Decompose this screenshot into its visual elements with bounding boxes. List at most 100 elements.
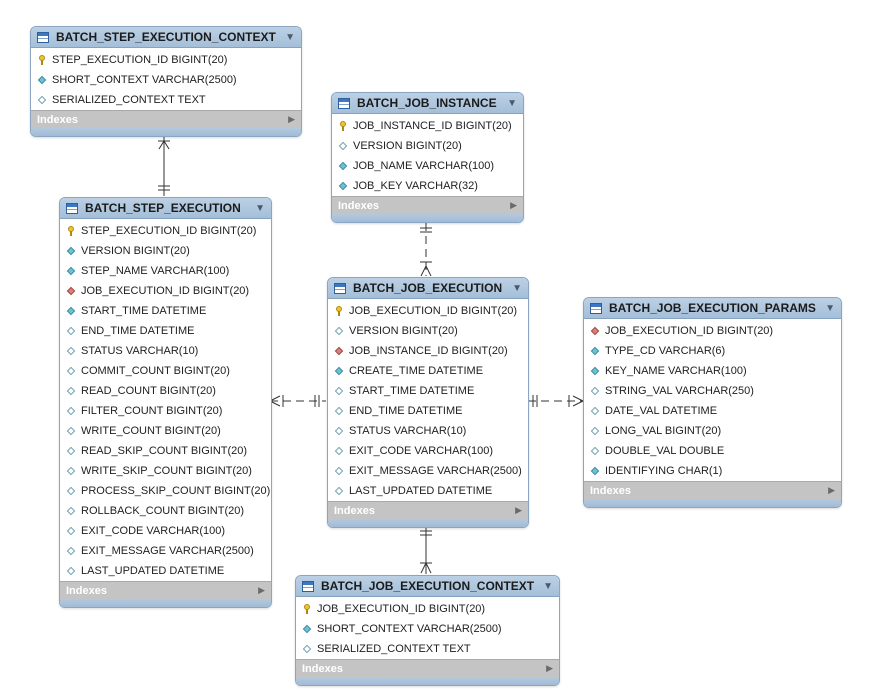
indexes-section[interactable]: Indexes ▶	[328, 501, 528, 519]
column-row[interactable]: END_TIME DATETIME	[60, 321, 271, 341]
column-row[interactable]: LAST_UPDATED DATETIME	[328, 481, 528, 501]
expand-arrow-icon[interactable]: ▶	[288, 114, 295, 124]
table-batch-job-execution-context[interactable]: BATCH_JOB_EXECUTION_CONTEXT ▼ JOB_EXECUT…	[295, 575, 560, 686]
nullable-column-icon	[590, 386, 600, 396]
nullable-column-icon	[66, 486, 76, 496]
nullable-column-icon	[338, 141, 348, 151]
column-row[interactable]: STATUS VARCHAR(10)	[328, 421, 528, 441]
table-header[interactable]: BATCH_JOB_EXECUTION ▼	[328, 278, 528, 299]
column-row[interactable]: VERSION BIGINT(20)	[60, 241, 271, 261]
column-row[interactable]: WRITE_COUNT BIGINT(20)	[60, 421, 271, 441]
table-batch-job-execution-params[interactable]: BATCH_JOB_EXECUTION_PARAMS ▼ JOB_EXECUTI…	[583, 297, 842, 508]
table-batch-step-execution[interactable]: BATCH_STEP_EXECUTION ▼ STEP_EXECUTION_ID…	[59, 197, 272, 608]
collapse-arrow-icon[interactable]: ▼	[507, 97, 517, 109]
column-row[interactable]: DOUBLE_VAL DOUBLE	[584, 441, 841, 461]
column-row[interactable]: STEP_EXECUTION_ID BIGINT(20)	[60, 221, 271, 241]
column-label: READ_SKIP_COUNT BIGINT(20)	[81, 445, 248, 457]
indexes-section[interactable]: Indexes ▶	[584, 481, 841, 499]
column-row[interactable]: READ_SKIP_COUNT BIGINT(20)	[60, 441, 271, 461]
column-row[interactable]: WRITE_SKIP_COUNT BIGINT(20)	[60, 461, 271, 481]
indexes-section[interactable]: Indexes ▶	[332, 196, 523, 214]
column-row[interactable]: EXIT_MESSAGE VARCHAR(2500)	[60, 541, 271, 561]
table-title: BATCH_JOB_EXECUTION	[353, 281, 503, 295]
table-header[interactable]: BATCH_JOB_INSTANCE ▼	[332, 93, 523, 114]
column-row[interactable]: FILTER_COUNT BIGINT(20)	[60, 401, 271, 421]
column-row[interactable]: JOB_EXECUTION_ID BIGINT(20)	[328, 301, 528, 321]
column-row[interactable]: SERIALIZED_CONTEXT TEXT	[296, 639, 559, 659]
column-row[interactable]: VERSION BIGINT(20)	[328, 321, 528, 341]
expand-arrow-icon[interactable]: ▶	[510, 200, 517, 210]
column-row[interactable]: PROCESS_SKIP_COUNT BIGINT(20)	[60, 481, 271, 501]
column-row[interactable]: TYPE_CD VARCHAR(6)	[584, 341, 841, 361]
collapse-arrow-icon[interactable]: ▼	[285, 31, 295, 43]
rel-step-context-to-step-execution	[158, 137, 170, 196]
collapse-arrow-icon[interactable]: ▼	[825, 302, 835, 314]
column-row[interactable]: CREATE_TIME DATETIME	[328, 361, 528, 381]
column-list: JOB_INSTANCE_ID BIGINT(20)VERSION BIGINT…	[332, 114, 523, 196]
column-label: VERSION BIGINT(20)	[81, 245, 190, 257]
column-row[interactable]: JOB_KEY VARCHAR(32)	[332, 176, 523, 196]
indexes-section[interactable]: Indexes ▶	[31, 110, 301, 128]
column-label: JOB_EXECUTION_ID BIGINT(20)	[605, 325, 774, 337]
table-header[interactable]: BATCH_JOB_EXECUTION_PARAMS ▼	[584, 298, 841, 319]
column-row[interactable]: STATUS VARCHAR(10)	[60, 341, 271, 361]
indexes-section[interactable]: Indexes ▶	[60, 581, 271, 599]
column-row[interactable]: COMMIT_COUNT BIGINT(20)	[60, 361, 271, 381]
column-row[interactable]: DATE_VAL DATETIME	[584, 401, 841, 421]
expand-arrow-icon[interactable]: ▶	[515, 505, 522, 515]
table-batch-job-execution[interactable]: BATCH_JOB_EXECUTION ▼ JOB_EXECUTION_ID B…	[327, 277, 529, 528]
column-label: LAST_UPDATED DATETIME	[81, 565, 225, 577]
column-label: STEP_EXECUTION_ID BIGINT(20)	[81, 225, 257, 237]
column-label: FILTER_COUNT BIGINT(20)	[81, 405, 223, 417]
expand-arrow-icon[interactable]: ▶	[828, 485, 835, 495]
column-row[interactable]: JOB_EXECUTION_ID BIGINT(20)	[584, 321, 841, 341]
table-header[interactable]: BATCH_JOB_EXECUTION_CONTEXT ▼	[296, 576, 559, 597]
column-row[interactable]: START_TIME DATETIME	[328, 381, 528, 401]
indexes-label: Indexes	[302, 662, 343, 675]
column-row[interactable]: JOB_INSTANCE_ID BIGINT(20)	[328, 341, 528, 361]
table-batch-step-execution-context[interactable]: BATCH_STEP_EXECUTION_CONTEXT ▼ STEP_EXEC…	[30, 26, 302, 137]
column-row[interactable]: EXIT_CODE VARCHAR(100)	[328, 441, 528, 461]
column-row[interactable]: LONG_VAL BIGINT(20)	[584, 421, 841, 441]
column-row[interactable]: READ_COUNT BIGINT(20)	[60, 381, 271, 401]
column-row[interactable]: KEY_NAME VARCHAR(100)	[584, 361, 841, 381]
table-batch-job-instance[interactable]: BATCH_JOB_INSTANCE ▼ JOB_INSTANCE_ID BIG…	[331, 92, 524, 223]
expand-arrow-icon[interactable]: ▶	[546, 663, 553, 673]
column-label: SHORT_CONTEXT VARCHAR(2500)	[317, 623, 502, 635]
column-row[interactable]: JOB_INSTANCE_ID BIGINT(20)	[332, 116, 523, 136]
column-row[interactable]: START_TIME DATETIME	[60, 301, 271, 321]
table-title: BATCH_STEP_EXECUTION_CONTEXT	[56, 30, 276, 44]
column-row[interactable]: SHORT_CONTEXT VARCHAR(2500)	[31, 70, 301, 90]
column-row[interactable]: SHORT_CONTEXT VARCHAR(2500)	[296, 619, 559, 639]
column-row[interactable]: ROLLBACK_COUNT BIGINT(20)	[60, 501, 271, 521]
column-row[interactable]: LAST_UPDATED DATETIME	[60, 561, 271, 581]
column-row[interactable]: JOB_EXECUTION_ID BIGINT(20)	[60, 281, 271, 301]
column-row[interactable]: IDENTIFYING CHAR(1)	[584, 461, 841, 481]
column-label: START_TIME DATETIME	[81, 305, 207, 317]
nullable-column-icon	[334, 386, 344, 396]
table-header[interactable]: BATCH_STEP_EXECUTION ▼	[60, 198, 271, 219]
table-icon	[590, 302, 602, 314]
column-row[interactable]: JOB_EXECUTION_ID BIGINT(20)	[296, 599, 559, 619]
column-row[interactable]: SERIALIZED_CONTEXT TEXT	[31, 90, 301, 110]
nullable-column-icon	[66, 426, 76, 436]
collapse-arrow-icon[interactable]: ▼	[512, 282, 522, 294]
indexes-section[interactable]: Indexes ▶	[296, 659, 559, 677]
column-row[interactable]: VERSION BIGINT(20)	[332, 136, 523, 156]
column-row[interactable]: EXIT_CODE VARCHAR(100)	[60, 521, 271, 541]
collapse-arrow-icon[interactable]: ▼	[543, 580, 553, 592]
nullable-column-icon	[37, 95, 47, 105]
column-row[interactable]: STEP_NAME VARCHAR(100)	[60, 261, 271, 281]
column-row[interactable]: END_TIME DATETIME	[328, 401, 528, 421]
table-footer	[296, 677, 559, 685]
table-footer	[60, 599, 271, 607]
column-row[interactable]: STRING_VAL VARCHAR(250)	[584, 381, 841, 401]
column-row[interactable]: STEP_EXECUTION_ID BIGINT(20)	[31, 50, 301, 70]
collapse-arrow-icon[interactable]: ▼	[255, 202, 265, 214]
expand-arrow-icon[interactable]: ▶	[258, 585, 265, 595]
column-row[interactable]: EXIT_MESSAGE VARCHAR(2500)	[328, 461, 528, 481]
column-row[interactable]: JOB_NAME VARCHAR(100)	[332, 156, 523, 176]
table-header[interactable]: BATCH_STEP_EXECUTION_CONTEXT ▼	[31, 27, 301, 48]
foreign-key-icon	[334, 346, 344, 356]
table-title: BATCH_STEP_EXECUTION	[85, 201, 241, 215]
